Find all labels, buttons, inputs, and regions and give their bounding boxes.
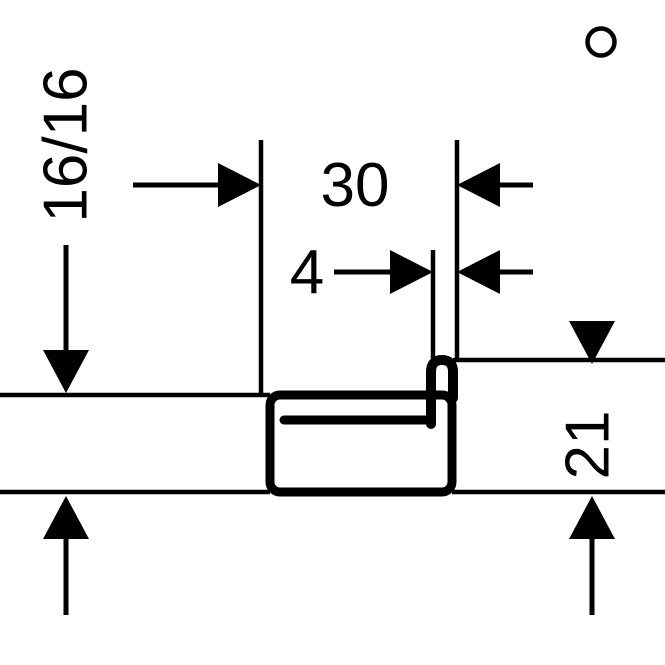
arrowhead-down-icon (43, 350, 89, 393)
dimension-30: 30 (133, 151, 533, 220)
circle-badge-icon (585, 26, 617, 58)
dimension-label-21: 21 (554, 411, 623, 480)
arrowhead-down-icon (569, 321, 615, 364)
dimension-21: 21 (554, 321, 623, 615)
profile-cross-section (265, 355, 458, 497)
arrowhead-up-icon (569, 496, 615, 539)
arrowhead-right-icon (218, 163, 261, 207)
dimension-label-4: 4 (290, 238, 324, 307)
arrowhead-left-icon (457, 250, 500, 294)
reference-lines (0, 140, 665, 495)
profile-outer-outline (265, 390, 457, 497)
dimension-16-16-lower (43, 496, 89, 615)
dimension-label-16-16: 16/16 (32, 67, 101, 222)
profile-lip-hook (426, 355, 458, 429)
arrowhead-right-icon (390, 250, 433, 294)
dimension-16-16: 16/16 (32, 67, 101, 393)
dimension-label-30: 30 (321, 151, 390, 220)
arrowhead-left-icon (457, 163, 500, 207)
dimension-4: 4 (290, 238, 533, 307)
arrowhead-up-icon (43, 496, 89, 539)
